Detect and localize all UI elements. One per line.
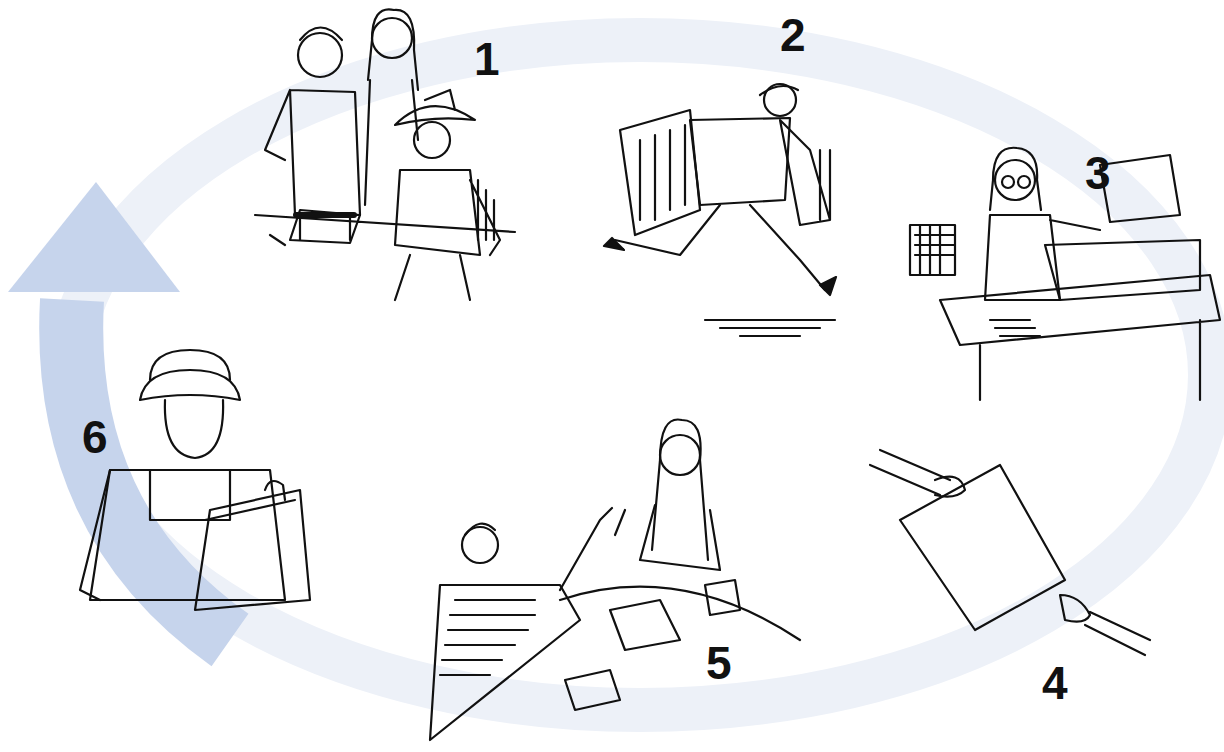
body [430, 585, 580, 740]
hair [652, 420, 708, 561]
glasses [1018, 176, 1030, 188]
sketches [80, 9, 1220, 740]
arm [870, 450, 950, 495]
handover-sketch [870, 450, 1150, 655]
suspenders [150, 470, 230, 520]
head [372, 18, 412, 58]
table [560, 587, 800, 640]
document [195, 490, 310, 610]
desk [940, 275, 1220, 400]
body [395, 170, 500, 255]
legs [395, 255, 470, 300]
hair [300, 28, 342, 41]
papers [565, 580, 740, 710]
body [640, 505, 720, 570]
body [90, 470, 285, 600]
chair [910, 225, 955, 275]
hair [990, 148, 1041, 210]
paper-lines [990, 320, 1040, 336]
head [298, 33, 342, 77]
torso [690, 118, 790, 205]
legs [615, 205, 825, 290]
typist-sketch [910, 148, 1220, 400]
pen [615, 510, 625, 535]
interview-sketch [430, 420, 800, 741]
callout-number: 2 [780, 12, 806, 58]
hair [368, 9, 418, 90]
arm [80, 470, 110, 600]
head [414, 122, 450, 158]
head [995, 160, 1035, 200]
hair [465, 524, 495, 535]
cycle-ring [70, 40, 1210, 710]
hair [760, 86, 798, 95]
table [255, 210, 515, 245]
shoes [604, 238, 836, 295]
arm [560, 508, 612, 590]
papers [620, 110, 700, 235]
shirt-stripes [440, 600, 535, 675]
body [265, 90, 360, 215]
callout-number: 6 [82, 414, 108, 460]
callout-number: 3 [1085, 150, 1111, 196]
document [900, 465, 1065, 630]
meeting-sketch [255, 9, 515, 300]
hat [140, 350, 240, 400]
head [660, 435, 700, 475]
hand [1060, 595, 1150, 655]
cycle-arrowhead [8, 182, 180, 292]
motion-lines [705, 320, 835, 336]
glasses [1002, 176, 1014, 188]
body [365, 80, 418, 205]
farmer-sketch [80, 350, 310, 610]
hat [395, 90, 475, 125]
callout-number: 5 [706, 640, 732, 686]
face [165, 400, 223, 458]
paper-edges [640, 125, 685, 220]
courier-sketch [604, 84, 836, 336]
cycle-arrow [8, 40, 1210, 710]
callout-number: 4 [1042, 660, 1068, 706]
hand [265, 481, 285, 500]
callout-number: 1 [474, 36, 500, 82]
